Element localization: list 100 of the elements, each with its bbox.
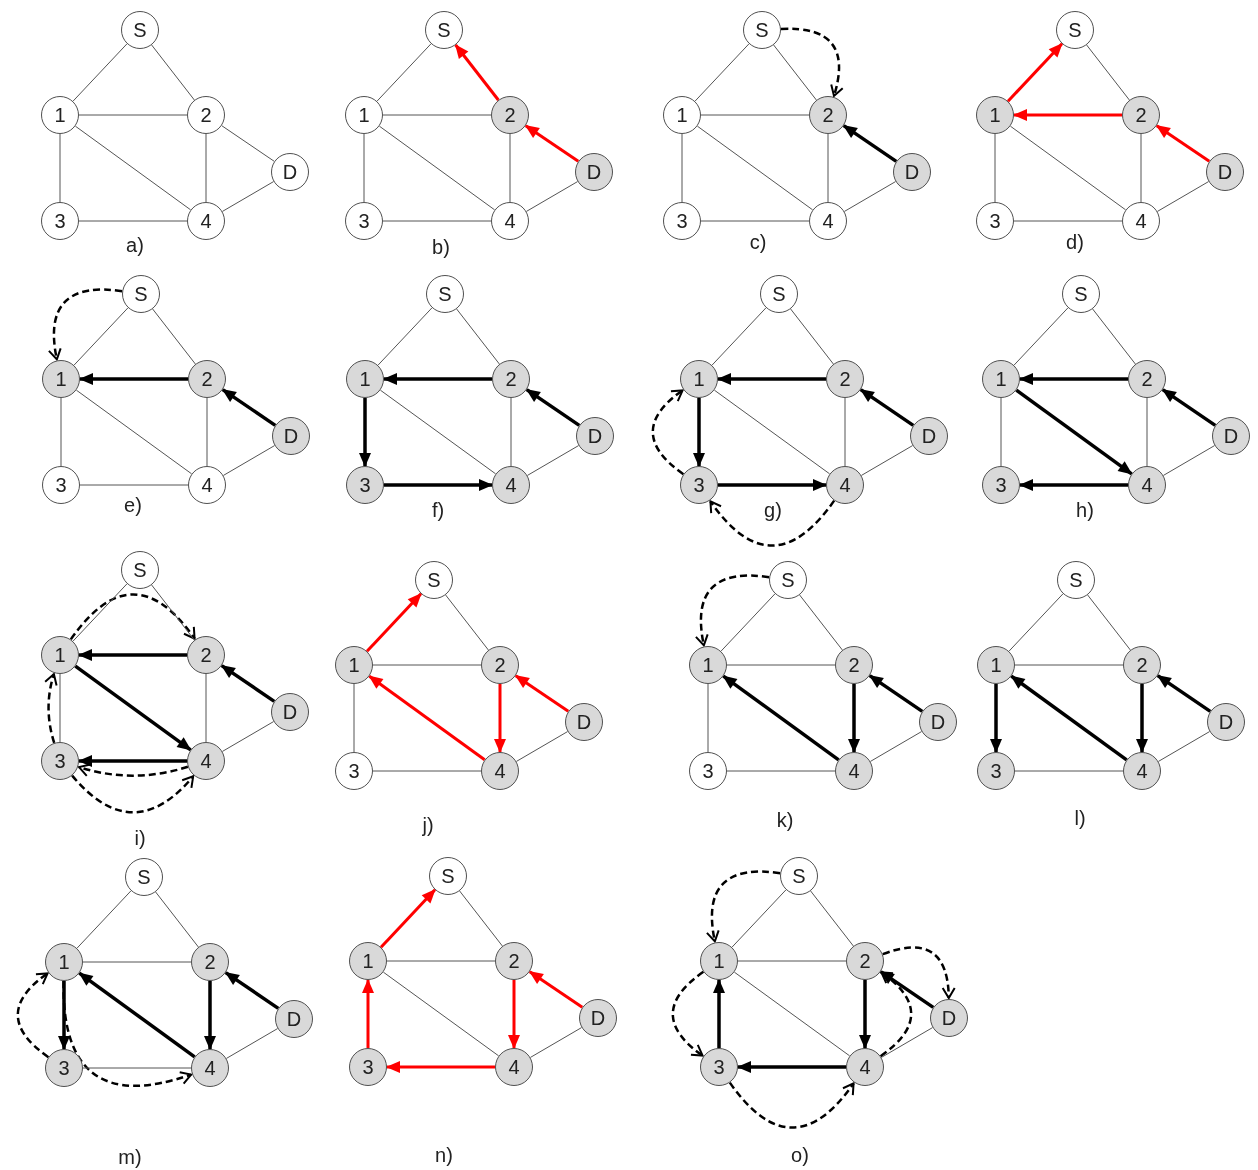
connector-line	[844, 397, 846, 467]
graph-node: 4	[191, 1049, 229, 1087]
graph-node: D	[271, 153, 309, 191]
arrow	[204, 981, 216, 1050]
connector-line	[206, 397, 208, 467]
graph-node: 1	[680, 360, 718, 398]
arrow	[528, 970, 584, 1009]
graph-node: 3	[41, 742, 79, 780]
graph-node: D	[579, 999, 617, 1037]
connector-line	[526, 445, 580, 476]
graph-node: D	[275, 1000, 313, 1038]
connector-line	[76, 890, 132, 949]
arrow	[990, 684, 1002, 753]
graph-node: 2	[187, 636, 225, 674]
graph-node: 2	[491, 96, 529, 134]
graph-node: D	[1207, 703, 1245, 741]
graph-node: 2	[846, 942, 884, 980]
graph-node: S	[121, 551, 159, 589]
dashed-arrow	[706, 870, 781, 943]
dashed-arrow	[882, 946, 956, 999]
dashed-arrow	[71, 774, 195, 814]
connector-line	[525, 181, 579, 212]
panel-label: m)	[118, 1145, 142, 1169]
connector-line	[681, 133, 683, 203]
connector-line	[1013, 220, 1123, 222]
graph-node: S	[121, 11, 159, 49]
arrow	[859, 980, 871, 1049]
graph-node: 1	[42, 360, 80, 398]
arrow	[79, 373, 188, 385]
graph-node: 1	[41, 96, 79, 134]
connector-line	[82, 1067, 192, 1069]
arrow	[693, 398, 705, 467]
graph-node: 4	[1128, 466, 1166, 504]
connector-line	[694, 43, 750, 102]
graph-node: 2	[809, 96, 847, 134]
graph-node: 2	[188, 360, 226, 398]
graph-node: S	[1057, 561, 1095, 599]
panel-label: k)	[776, 808, 794, 832]
connector-line	[1146, 397, 1148, 467]
connector-line	[773, 44, 817, 101]
panel-label: o)	[791, 1143, 809, 1167]
graph-node: 3	[680, 466, 718, 504]
connector-line	[205, 133, 207, 203]
graph-node: 4	[481, 752, 519, 790]
graph-node: S	[415, 561, 453, 599]
graph-node: 3	[689, 752, 727, 790]
connector-line	[225, 1028, 279, 1059]
connector-line	[72, 43, 128, 102]
graph-node: D	[575, 153, 613, 191]
connector-line	[60, 397, 62, 467]
connector-line	[59, 133, 61, 203]
connector-line	[510, 397, 512, 467]
connector-line	[843, 181, 897, 212]
connector-line	[353, 683, 355, 753]
panel-label: d)	[1066, 230, 1084, 254]
arrow	[868, 674, 924, 713]
connector-line	[1009, 125, 1127, 211]
arrow	[1015, 388, 1133, 476]
arrow	[879, 970, 935, 1009]
graph-node: 4	[492, 466, 530, 504]
connector-line	[810, 890, 854, 947]
connector-line	[456, 308, 500, 365]
graph-node: 2	[481, 646, 519, 684]
graph-node: D	[271, 693, 309, 731]
connector-line	[1086, 44, 1130, 101]
graph-node: 1	[689, 646, 727, 684]
connector-line	[711, 307, 767, 366]
graph-node: S	[1056, 11, 1094, 49]
connector-line	[379, 389, 497, 475]
graph-node: 2	[191, 943, 229, 981]
graph-node: 1	[349, 942, 387, 980]
graph-node: 3	[982, 466, 1020, 504]
graph-node: S	[1062, 275, 1100, 313]
panel-label: f)	[431, 498, 445, 522]
connector-line	[1013, 307, 1069, 366]
dashed-arrow	[695, 574, 770, 647]
graph-node: 2	[1123, 646, 1161, 684]
panel-label: l)	[1074, 806, 1086, 830]
arrow	[494, 684, 506, 753]
connector-line	[700, 220, 810, 222]
arrow	[514, 674, 570, 713]
graph-node: 3	[42, 466, 80, 504]
connector-line	[726, 770, 836, 772]
graph-node: 3	[663, 202, 701, 240]
graph-node: 1	[335, 646, 373, 684]
connector-line	[790, 308, 834, 365]
connector-line	[205, 673, 207, 743]
graph-node: S	[125, 858, 163, 896]
arrow	[1155, 124, 1211, 163]
connector-line	[515, 731, 569, 762]
graph-node: S	[429, 857, 467, 895]
graph-node: 1	[345, 96, 383, 134]
connector-line	[386, 960, 496, 962]
dashed-arrow	[709, 499, 836, 547]
connector-line	[74, 125, 192, 211]
connector-line	[221, 181, 275, 212]
arrow	[74, 664, 192, 752]
graph-node: D	[910, 417, 948, 455]
connector-line	[509, 133, 511, 203]
connector-line	[155, 891, 199, 948]
